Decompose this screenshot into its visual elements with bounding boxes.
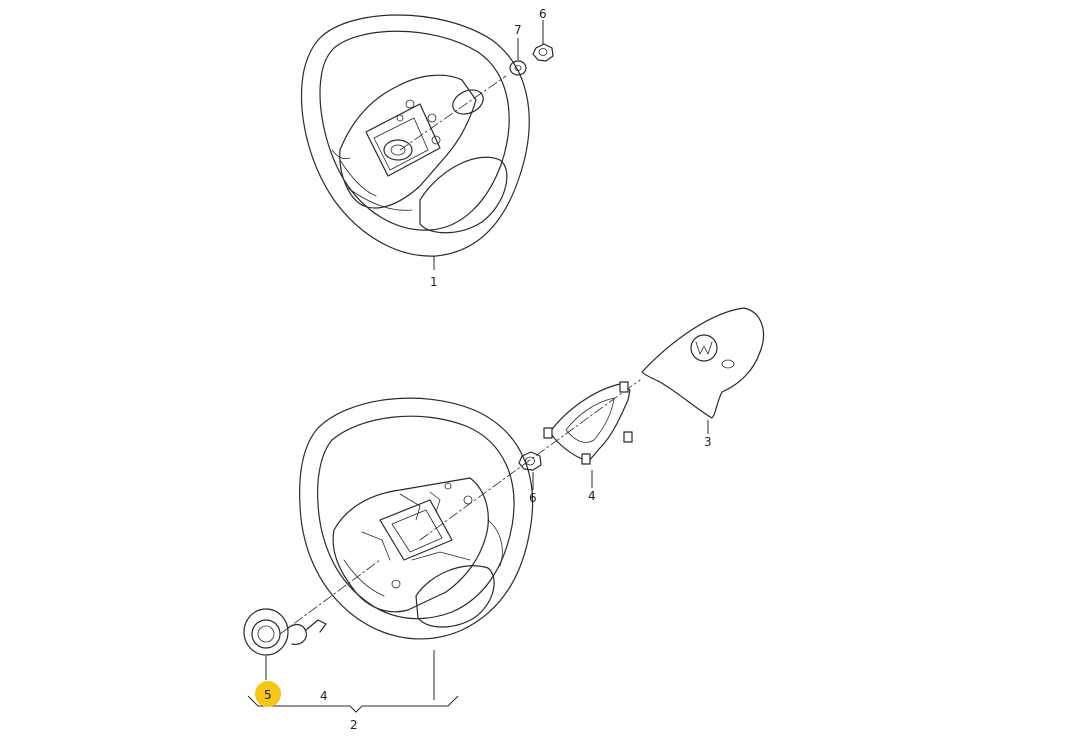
highlight-marker (255, 681, 281, 707)
callout-label-7[interactable]: 7 (514, 23, 522, 37)
callout-lines (247, 20, 709, 713)
callout-label-5[interactable]: 5 (264, 688, 272, 702)
callout-label-4-bracket[interactable]: 4 (588, 489, 596, 503)
callout-label-6-upper[interactable]: 6 (539, 7, 547, 21)
steering-wheel-lower[interactable] (279, 379, 641, 640)
airbag-bracket-part-4[interactable] (543, 381, 633, 465)
steering-wheel-upper[interactable] (301, 14, 530, 257)
callout-label-3[interactable]: 3 (704, 435, 712, 449)
nut-part-6-lower[interactable] (518, 451, 542, 471)
nut-part-6-upper[interactable] (532, 43, 554, 62)
airbag-pad-part-3[interactable] (641, 307, 765, 419)
callout-label-4-assembly[interactable]: 4 (320, 689, 328, 703)
clock-spring-part-5[interactable] (243, 608, 327, 656)
callout-label-2[interactable]: 2 (350, 718, 358, 732)
callout-label-1[interactable]: 1 (430, 275, 438, 289)
callout-label-6-lower[interactable]: 6 (529, 491, 537, 505)
washer-part-7[interactable] (509, 60, 527, 76)
